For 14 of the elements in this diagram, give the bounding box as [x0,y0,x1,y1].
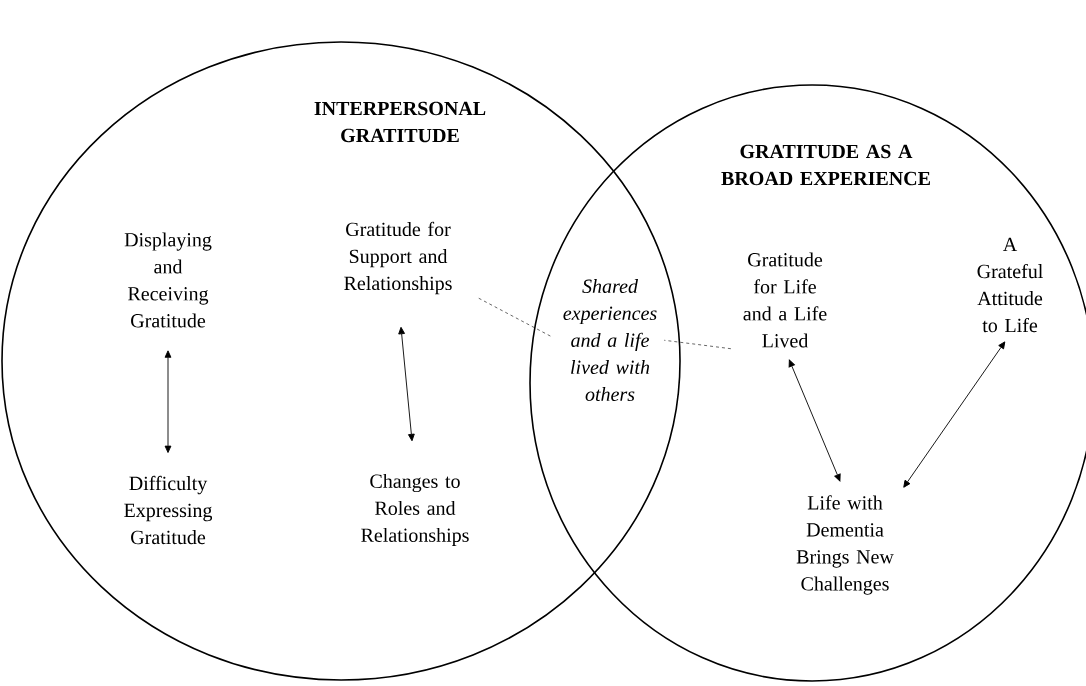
double-arrow [398,326,415,442]
double-arrow [903,341,1006,488]
theme-label: Gratitude for Support and Relationships [344,221,452,295]
connector-line [663,339,732,350]
theme-label: A Grateful Attitude to Life [977,237,1043,333]
theme-label: Gratitude for Life and a Life Lived [743,252,827,348]
theme-label: Displaying and Receiving Gratitude [124,232,212,328]
double-arrow [164,350,172,453]
theme-label: Life with Dementia Brings New Challenges [796,495,894,595]
theme-label: Shared experiences and a life lived with others [563,278,657,402]
connector-line [478,297,552,337]
double-arrow [788,359,841,482]
theme-label: Difficulty Expressing Gratitude [124,475,213,545]
theme-label: Changes to Roles and Relationships [361,473,469,547]
